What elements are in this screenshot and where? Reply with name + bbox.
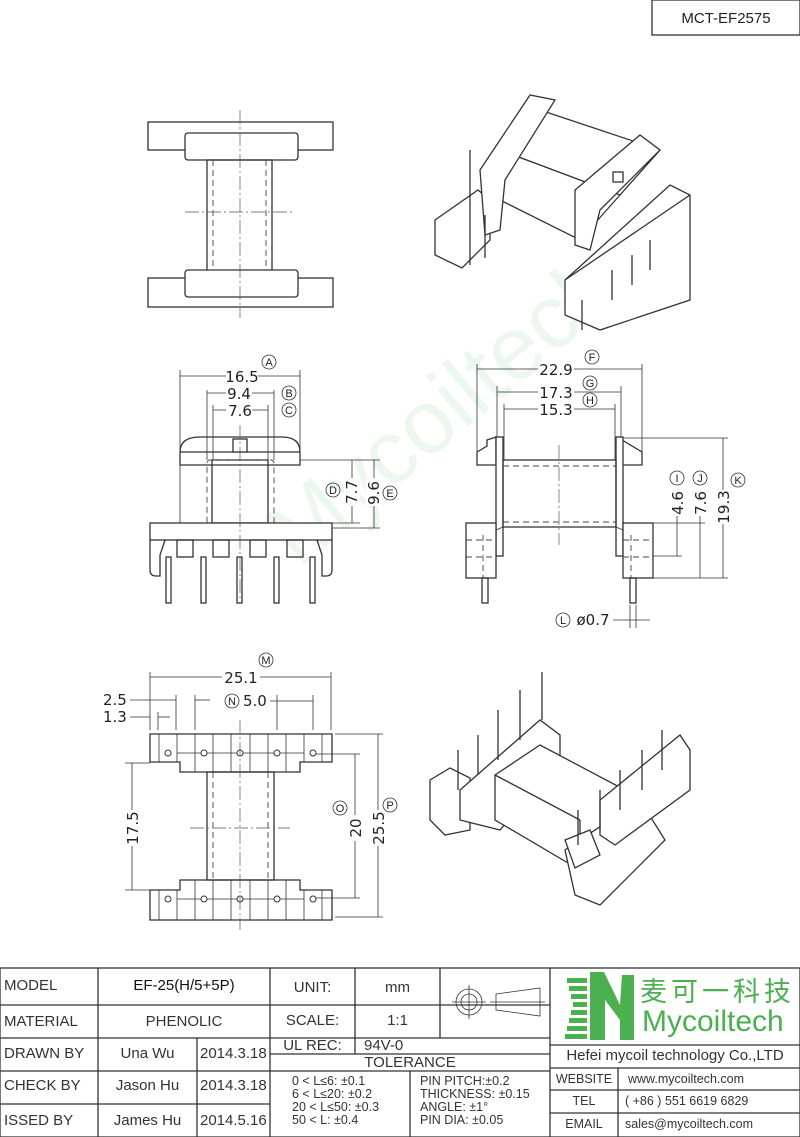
dim-m-value: 25.1 — [224, 669, 257, 687]
company-name-cn: 麦可一科技 — [640, 977, 795, 1008]
dim-p-value: 25.5 — [370, 811, 388, 844]
dim-n-value: 5.0 — [243, 692, 267, 710]
tolerance-item: THICKNESS: ±0.15 — [420, 1087, 530, 1101]
svg-text:G: G — [586, 378, 595, 390]
tolerance-item: 20 < L≤50: ±0.3 — [292, 1100, 380, 1114]
bottom-view: 25.1 2.5 1.3 5.0 17.5 20 25.5 M N O P — [103, 652, 398, 930]
website-label: WEBSITE — [555, 1072, 613, 1086]
svg-text:L: L — [560, 615, 566, 627]
third-angle-projection-icon — [452, 985, 545, 1019]
company-full-name: Hefei mycoil technology Co.,LTD — [566, 1047, 784, 1064]
svg-text:P: P — [386, 800, 393, 812]
drawing-number-box — [651, 0, 800, 36]
drawn-by-label: DRAWN BY — [4, 1045, 85, 1062]
svg-text:K: K — [734, 475, 742, 487]
material-label: MATERIAL — [4, 1013, 78, 1030]
iso-view-bottom — [429, 672, 691, 906]
tolerance-list: 0 < L≤6: ±0.1 6 < L≤20: ±0.2 20 < L≤50: … — [292, 1075, 379, 1127]
svg-text:J: J — [697, 473, 703, 485]
svg-text:M: M — [261, 655, 270, 667]
svg-text:C: C — [285, 405, 293, 417]
mycoiltech-logo — [565, 972, 634, 1040]
svg-text:N: N — [228, 696, 236, 708]
tolerance-item: 50 < L: ±0.4 — [292, 1113, 359, 1127]
email-label: EMAIL — [565, 1117, 603, 1131]
dim-2-5-value: 2.5 — [103, 691, 127, 709]
check-date: 2014.3.18 — [200, 1077, 267, 1094]
svg-text:A: A — [265, 357, 273, 369]
issued-date: 2014.5.16 — [200, 1112, 267, 1129]
tolerance-item: 6 < L≤20: ±0.2 — [292, 1087, 373, 1101]
dim-1-3-value: 1.3 — [103, 708, 127, 726]
issued-by-value: James Hu — [113, 1112, 182, 1129]
iso-view-top — [434, 94, 691, 331]
material-value: PHENOLIC — [145, 1013, 223, 1030]
issued-by-label: ISSED BY — [4, 1112, 74, 1129]
top-view — [147, 110, 334, 318]
model-value: EF-25(H/5+5P) — [133, 977, 235, 994]
dim-o-value: 20 — [347, 818, 365, 837]
tolerance-item: PIN PITCH:±0.2 — [420, 1074, 510, 1088]
dim-e-value: 9.6 — [365, 481, 383, 505]
tolerance-item: PIN DIA: ±0.05 — [420, 1113, 504, 1127]
check-by-label: CHECK BY — [4, 1077, 81, 1094]
tel-label: TEL — [572, 1094, 596, 1108]
dim-letters-front: A B C D E — [261, 354, 398, 501]
drawing-number: MCT-EF2575 — [681, 10, 770, 27]
tolerance-label: TOLERANCE — [364, 1054, 456, 1071]
title-block-grid — [0, 967, 800, 1137]
svg-text:E: E — [386, 488, 393, 500]
unit-label: UNIT: — [293, 979, 332, 996]
svg-text:I: I — [675, 473, 678, 485]
dim-a-value: 16.5 — [225, 368, 258, 386]
front-view: 16.5 9.4 7.6 7.7 9.6 A B C D E — [149, 354, 398, 604]
dim-c-value: 7.6 — [228, 402, 252, 420]
svg-text:F: F — [589, 352, 596, 364]
dim-i-value: 4.6 — [669, 491, 687, 515]
dim-letters-side: F G H I J K L — [555, 349, 746, 628]
ul-rec-value: 94V-0 — [364, 1037, 404, 1054]
company-name-en: Mycoiltech — [642, 1005, 784, 1038]
tolerance-item: 0 < L≤6: ±0.1 — [292, 1074, 366, 1088]
dim-b-value: 9.4 — [227, 385, 251, 403]
model-label: MODEL — [4, 977, 58, 994]
ul-rec-label: UL REC: — [283, 1037, 342, 1054]
dim-d-value: 7.7 — [343, 480, 361, 504]
dim-h-value: 15.3 — [539, 401, 572, 419]
svg-text:B: B — [285, 388, 292, 400]
svg-text:D: D — [329, 485, 337, 497]
svg-text:H: H — [586, 395, 594, 407]
tolerance-list-2: PIN PITCH:±0.2 THICKNESS: ±0.15 ANGLE: ±… — [420, 1075, 530, 1127]
drawn-date: 2014.3.18 — [200, 1045, 267, 1062]
tolerance-item: ANGLE: ±1° — [420, 1100, 489, 1114]
scale-value: 1:1 — [387, 1012, 408, 1029]
scale-label: SCALE: — [285, 1012, 340, 1029]
drawn-by-value: Una Wu — [120, 1045, 175, 1062]
dim-letters-bottom: M N O P — [224, 652, 398, 816]
website-link[interactable]: www.mycoiltech.com — [628, 1072, 744, 1086]
svg-text:O: O — [336, 803, 345, 815]
side-view: 22.9 17.3 15.3 4.6 7.6 19.3 ø0.7 F G H I… — [465, 349, 746, 629]
dim-g-value: 17.3 — [539, 384, 572, 402]
check-by-value: Jason Hu — [115, 1077, 180, 1094]
dim-l-value: ø0.7 — [576, 611, 609, 629]
dim-j-value: 7.6 — [692, 491, 710, 515]
email-link[interactable]: sales@mycoiltech.com — [625, 1117, 754, 1131]
tel-value: ( +86 ) 551 6619 6829 — [625, 1094, 749, 1108]
unit-value: mm — [385, 979, 410, 996]
dim-k-value: 19.3 — [715, 490, 733, 523]
dim-f-value: 22.9 — [539, 361, 572, 379]
dim-17-5-value: 17.5 — [124, 811, 142, 844]
